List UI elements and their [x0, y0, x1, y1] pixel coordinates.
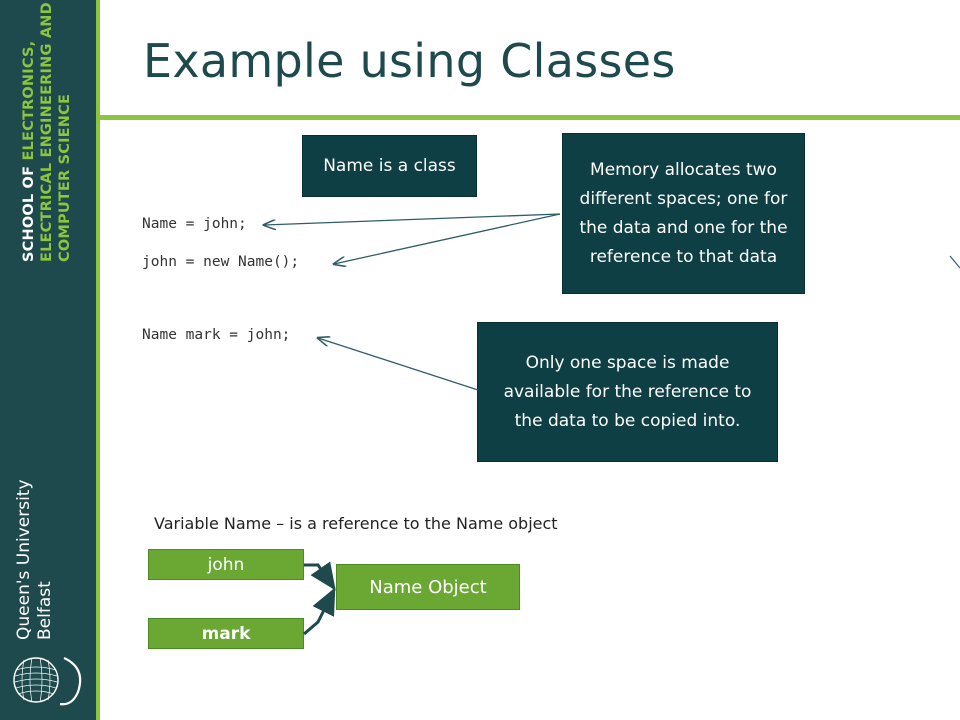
code-line-1: Name = john;: [142, 216, 247, 232]
arrow-reference-to-line3: [318, 338, 479, 391]
sidebar-accent-stripe: [96, 0, 100, 720]
school-line2: ELECTRICAL ENGINEERING AND: [39, 2, 55, 262]
callout-memory-allocation: Memory allocates two different spaces; o…: [562, 133, 805, 294]
code-line-3: Name mark = john;: [142, 327, 291, 343]
code-line-2: john = new Name();: [142, 254, 300, 270]
university-line1: Queen's University: [14, 479, 34, 640]
arrow-mark-to-object: [303, 587, 336, 636]
callout-name-is-class: Name is a class: [302, 135, 477, 197]
university-name: Queen's University Belfast: [14, 479, 56, 640]
mark-reference-box: mark: [148, 618, 304, 649]
edge-mark-fragment: [949, 255, 960, 269]
title-underline: [100, 115, 960, 120]
arrow-john-to-object: [304, 561, 336, 591]
diagram-caption: Variable Name – is a reference to the Na…: [154, 514, 558, 533]
school-line1-green: ELECTRONICS,: [21, 40, 37, 161]
name-object-box: Name Object: [336, 564, 520, 610]
john-reference-box: john: [148, 549, 304, 580]
sidebar: [0, 0, 100, 720]
university-line2: Belfast: [35, 581, 55, 640]
university-crest-icon: [13, 656, 82, 706]
arrow-memory-to-line1: [264, 213, 561, 225]
school-line3: COMPUTER SCIENCE: [57, 93, 73, 262]
school-name: SCHOOL OF ELECTRONICS, ELECTRICAL ENGINE…: [20, 2, 74, 262]
school-line1-white: SCHOOL OF: [21, 160, 37, 262]
slide-title: Example using Classes: [143, 34, 676, 88]
arrow-memory-to-line2: [334, 213, 561, 264]
callout-reference-copy: Only one space is made available for the…: [477, 322, 778, 462]
